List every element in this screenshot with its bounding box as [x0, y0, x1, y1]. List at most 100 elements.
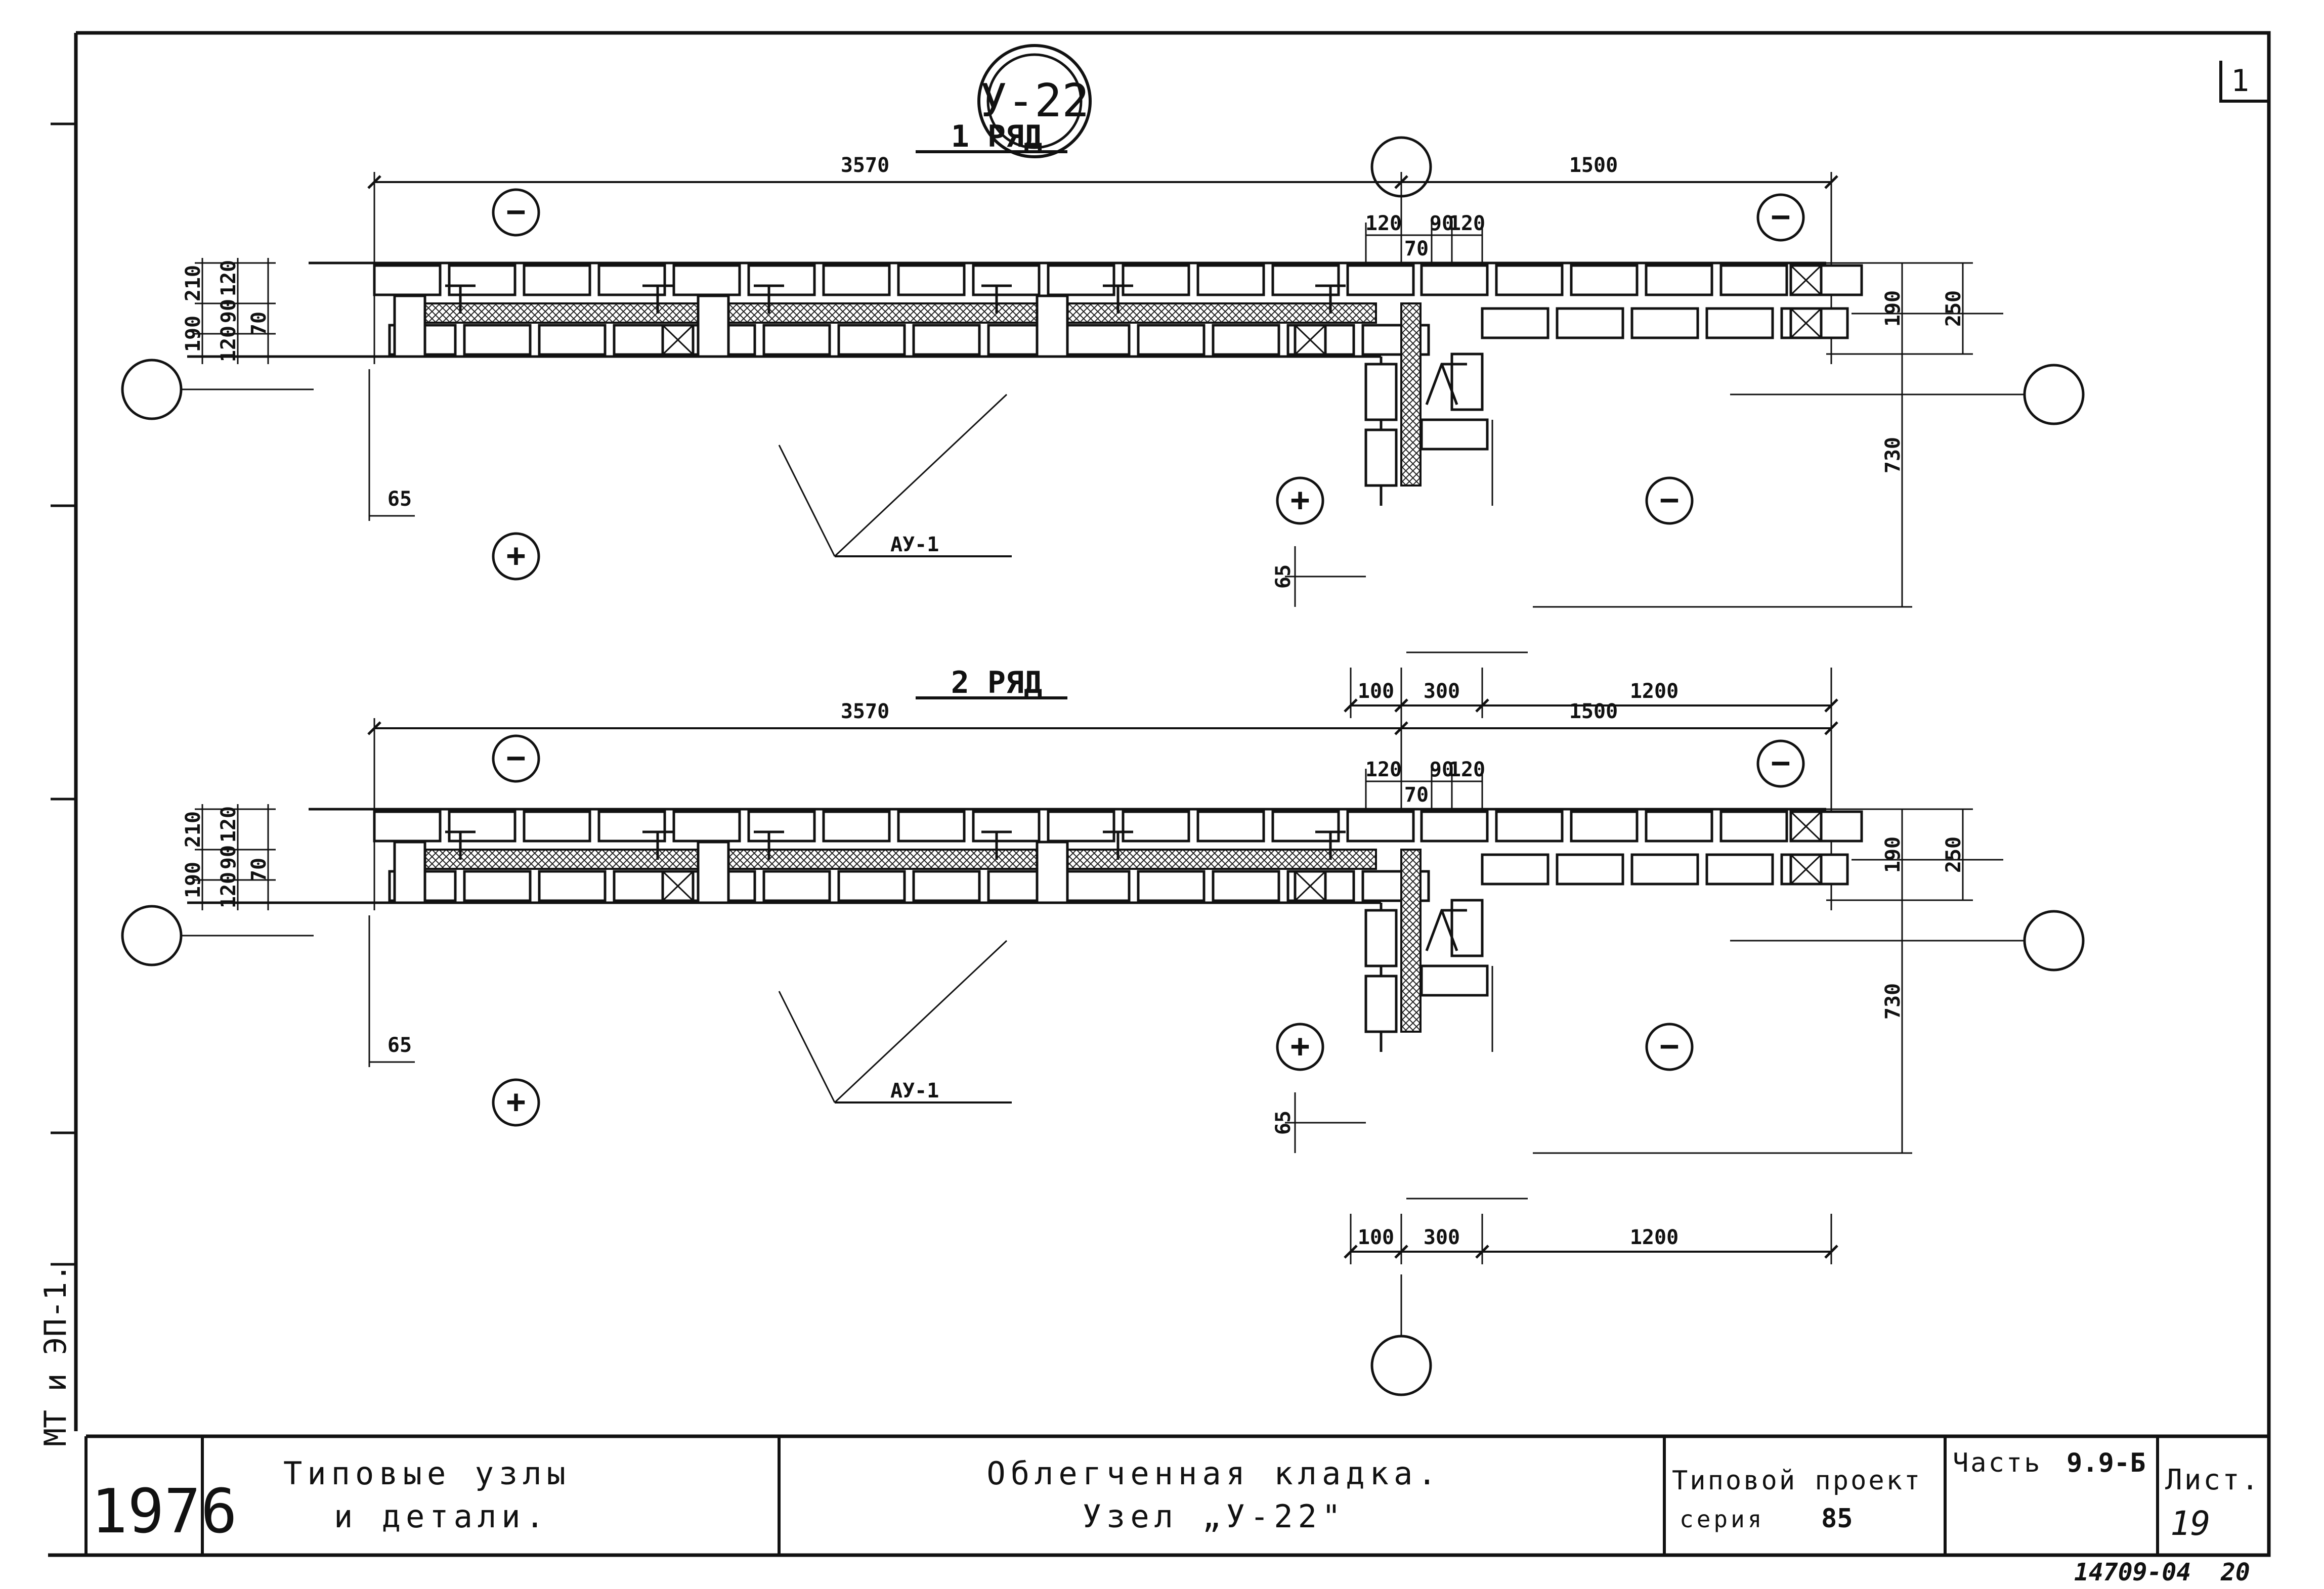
wall-tie: [1103, 284, 1133, 314]
brick: [837, 870, 906, 902]
brick: [972, 264, 1041, 296]
footer-page: 20: [2220, 1558, 2250, 1586]
dim-left-90: 90: [217, 845, 240, 869]
brick: [1495, 810, 1564, 843]
brick: [1047, 810, 1115, 843]
brick: [463, 324, 532, 356]
brick: [1364, 975, 1398, 1033]
part-value: 9.9-Б: [2067, 1448, 2146, 1478]
dim-left-70: 70: [247, 858, 271, 882]
brick: [1364, 363, 1398, 421]
dim-left-120a-group: 120: [217, 806, 240, 843]
brick: [747, 810, 816, 843]
node-badge: У-22: [977, 44, 1092, 158]
sheet-label: Лист.: [2165, 1464, 2261, 1496]
brick: [1630, 307, 1699, 339]
dim-corner-70: 70: [1404, 783, 1429, 807]
brick: [1062, 870, 1131, 902]
part-label: Часть: [1953, 1448, 2042, 1478]
brick: [1570, 810, 1639, 843]
callout-ay1: АУ-1: [890, 533, 939, 556]
dim-bottom-300: 300: [1424, 680, 1460, 703]
dim-left-190-group: 190: [182, 316, 205, 352]
brick: [762, 870, 831, 902]
row-title: 1 РЯД: [951, 119, 1043, 154]
node-badge-label: У-22: [980, 74, 1090, 127]
dim-65-corner-group: 65: [1272, 1111, 1295, 1135]
dim-right-190-group: 190: [1881, 290, 1905, 327]
brick: [897, 810, 966, 843]
brick: [597, 264, 666, 296]
dim-corner-90: 90: [1430, 758, 1454, 781]
brick: [1495, 264, 1564, 296]
wall-tie: [1315, 830, 1346, 860]
axis-bubble: [121, 905, 183, 966]
bond-brick: [393, 294, 426, 358]
wall-tie-corner: [1425, 363, 1467, 405]
brick: [463, 870, 532, 902]
wall-tie: [642, 830, 673, 860]
dim-left-70-group: 70: [247, 858, 271, 882]
brick: [1420, 264, 1489, 296]
callout-ay1: АУ-1: [890, 1079, 939, 1102]
sign-circle: [492, 734, 540, 783]
margin-stamp: МТ и ЭП-1.: [38, 1264, 73, 1446]
brick: [912, 324, 981, 356]
dim-right-190: 190: [1881, 836, 1905, 873]
sheet-frame: 1 МТ и ЭП-1.: [38, 31, 2271, 1555]
brick: [1705, 853, 1774, 886]
wall-tie: [445, 830, 476, 860]
project-line1: Типовой проект: [1672, 1466, 1922, 1496]
brick: [1364, 428, 1398, 487]
sign-label: −: [506, 739, 526, 777]
wall-tie-corner: [1425, 909, 1467, 951]
dim-corner-120a: 120: [1365, 758, 1402, 781]
footer-code: 14709-04: [2074, 1558, 2191, 1586]
brick: [1212, 324, 1280, 356]
brick: [1062, 324, 1131, 356]
dim-left-190: 190: [182, 316, 205, 352]
brick: [1137, 324, 1206, 356]
dim-left-90-group: 90: [217, 299, 240, 323]
brick: [373, 264, 442, 296]
dim-left-190-group: 190: [182, 862, 205, 898]
brick: [1645, 264, 1713, 296]
brick: [672, 810, 741, 843]
dim-right-250: 250: [1942, 836, 1965, 873]
brick: [762, 324, 831, 356]
brick: [822, 264, 891, 296]
brick: [672, 264, 741, 296]
brick: [1420, 418, 1489, 451]
dim-left-210: 210: [182, 265, 205, 301]
dim-3570: 3570: [841, 154, 889, 177]
title-block: 1976 Типовые узлы и детали. Облегченная …: [48, 1434, 2271, 1557]
brick: [912, 870, 981, 902]
brick: [1481, 307, 1550, 339]
brick: [1196, 810, 1265, 843]
brick: [1122, 264, 1190, 296]
brick: [1556, 307, 1624, 339]
dim-left-90: 90: [217, 299, 240, 323]
brick: [1420, 810, 1489, 843]
wall-tie: [642, 284, 673, 314]
dim-bottom-1200: 1200: [1630, 680, 1679, 703]
dim-left-120a: 120: [217, 260, 240, 296]
sign-circle: [492, 1078, 540, 1127]
bond-brick: [697, 841, 730, 904]
brick: [1630, 853, 1699, 886]
sign-circle: [492, 188, 540, 237]
sign-label: +: [506, 1083, 526, 1121]
dim-65-left: 65: [388, 1034, 412, 1057]
dim-3570: 3570: [841, 700, 889, 723]
dim-left-120a: 120: [217, 806, 240, 843]
sign-circle: [1276, 476, 1324, 525]
sign-circle: [1756, 193, 1805, 242]
dim-65-corner: 65: [1272, 1111, 1295, 1135]
dim-bottom-100: 100: [1358, 680, 1394, 703]
dim-left-210-group: 210: [182, 265, 205, 301]
brick: [1271, 264, 1340, 296]
wall-tie: [754, 284, 784, 314]
